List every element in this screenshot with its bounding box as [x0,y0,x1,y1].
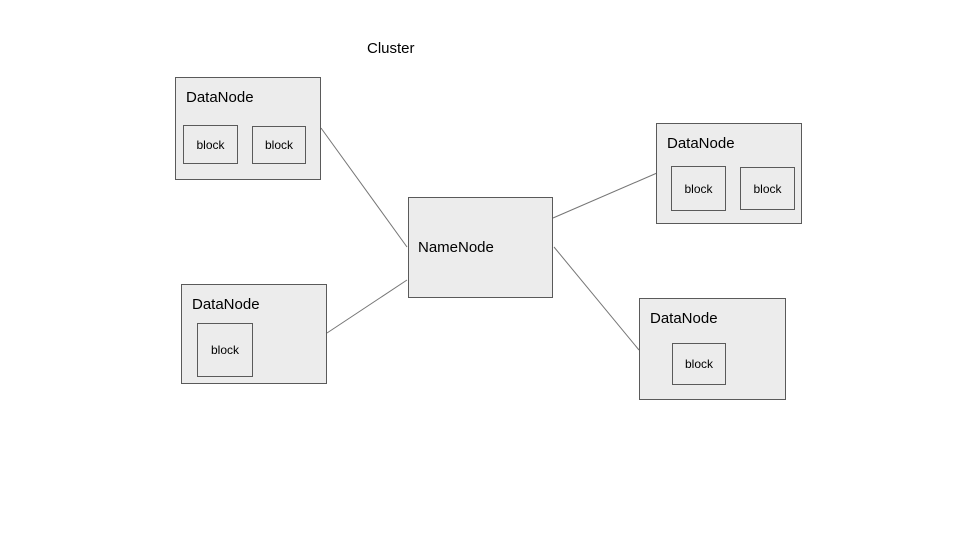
block[interactable]: block [252,126,306,164]
diagram-title: Cluster [367,40,415,57]
datanode-label: DataNode [650,310,718,327]
block-label: block [196,137,225,152]
datanode-label: DataNode [192,296,260,313]
datanode-bottom-right[interactable]: DataNode block [639,298,786,400]
connector-datanode-bottom-left-namenode [326,279,408,334]
block[interactable]: block [671,166,726,211]
block-label: block [264,138,293,152]
block[interactable]: block [740,167,795,210]
connector-datanode-top-left-namenode [320,127,408,248]
datanode-label: DataNode [186,89,254,106]
connector-namenode-datanode-bottom-right [553,246,640,351]
namenode-label: NameNode [418,239,494,256]
connector-namenode-datanode-top-right [552,172,658,219]
block[interactable]: block [197,323,253,377]
block-label: block [684,357,713,371]
block-label: block [684,181,713,196]
block-label: block [210,343,239,357]
block[interactable]: block [183,125,238,164]
datanode-label: DataNode [667,135,735,152]
namenode[interactable]: NameNode [408,197,553,298]
datanode-top-left[interactable]: DataNode block block [175,77,321,180]
block[interactable]: block [672,343,726,385]
datanode-top-right[interactable]: DataNode block block [656,123,802,224]
datanode-bottom-left[interactable]: DataNode block [181,284,327,384]
block-label: block [753,181,782,196]
